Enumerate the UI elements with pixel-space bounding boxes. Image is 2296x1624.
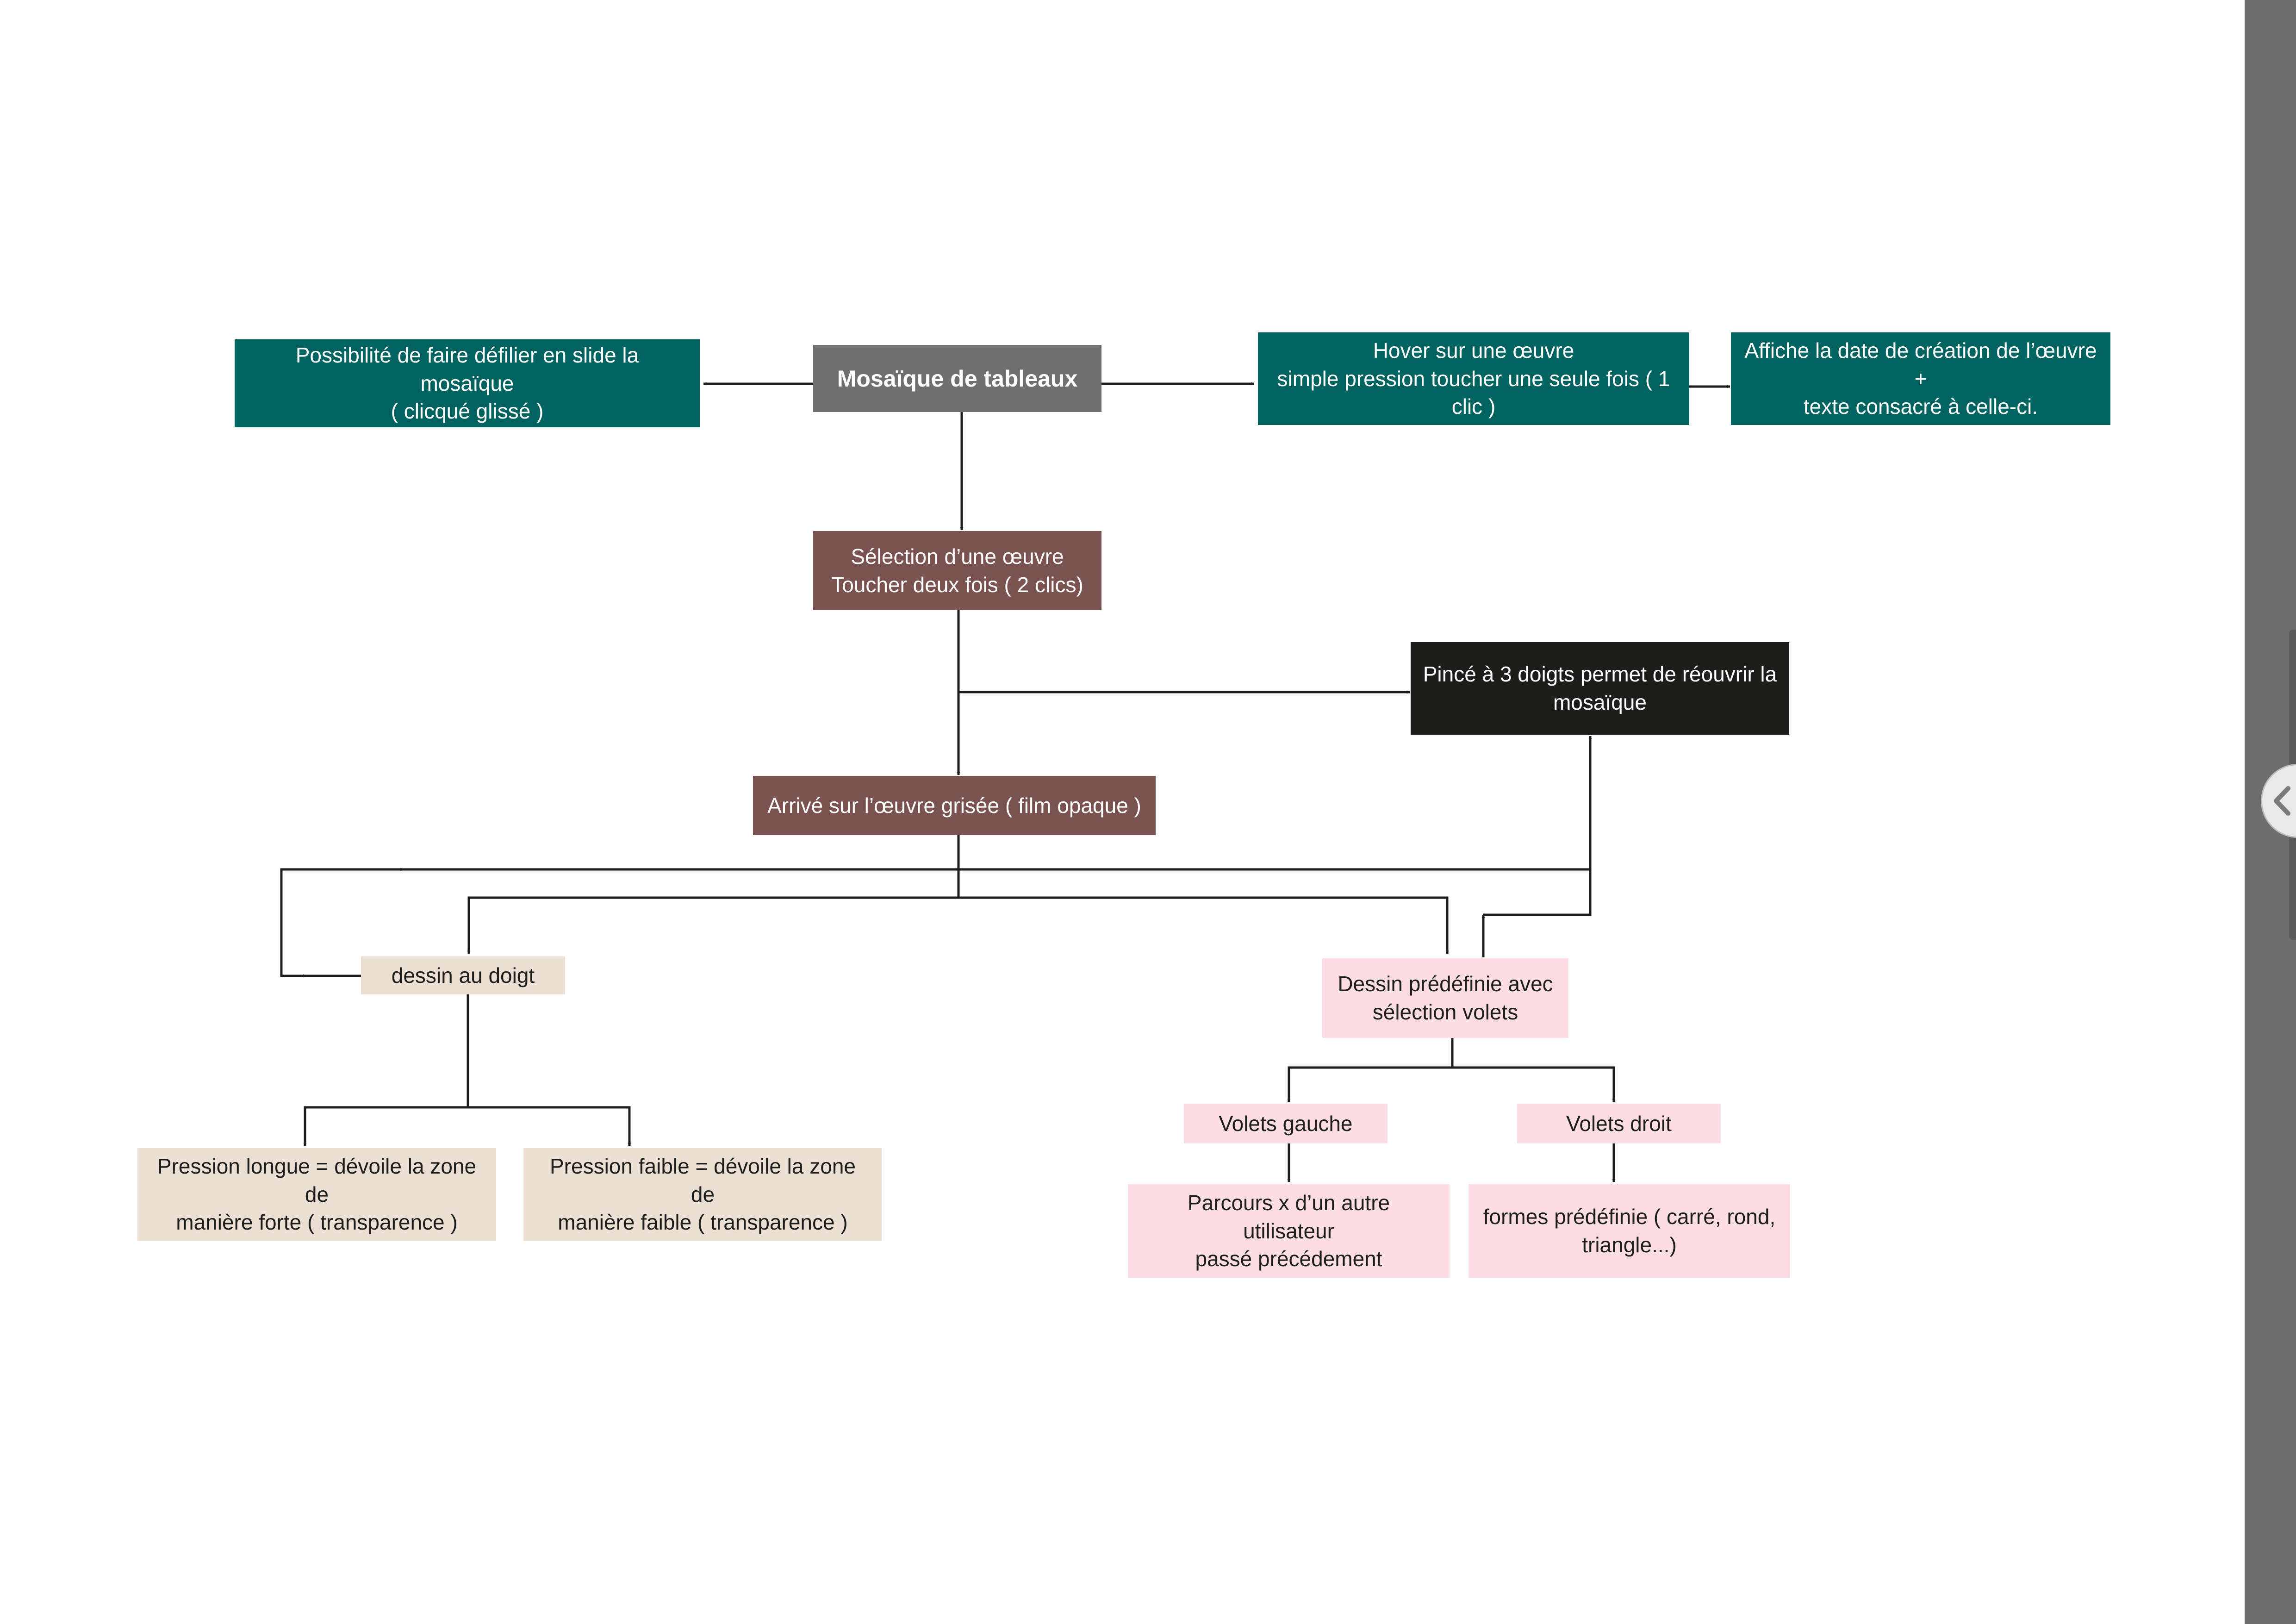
node-hover-artwork-line1: Hover sur une œuvre (1373, 338, 1574, 362)
node-pinch-reopen-line1: Pincé à 3 doigts permet de réouvrir la (1423, 662, 1777, 687)
node-right-panels: Volets droit (1517, 1104, 1721, 1143)
node-artwork-selection-line1: Sélection d’une œuvre (851, 544, 1064, 568)
node-predefined-shapes-line2: triangle...) (1582, 1233, 1677, 1257)
node-other-user-path-line2: passé précédement (1195, 1247, 1382, 1271)
edge-arrive-to-finger (467, 835, 960, 954)
node-mosaic-root-label: Mosaïque de tableaux (837, 365, 1078, 392)
diagram-canvas: Mosaïque de tableaux Possibilité de fair… (137, 332, 2110, 1278)
node-greyed-artwork: Arrivé sur l’œuvre grisée ( film opaque … (753, 776, 1156, 835)
edge-predefined-to-left (1287, 1038, 1454, 1102)
edge-finger-to-presses (303, 994, 469, 1146)
node-creation-date-line1: Affiche la date de création de l’œuvre + (1744, 338, 2097, 391)
node-light-press: Pression faible = dévoile la zone de man… (523, 1148, 882, 1241)
node-mosaic-root: Mosaïque de tableaux (813, 345, 1101, 412)
node-artwork-selection-line2: Toucher deux fois ( 2 clics) (831, 572, 1083, 597)
node-slide-mosaic-line2: ( clicqué glissé ) (391, 399, 544, 424)
chevron-left-icon (2274, 786, 2290, 816)
node-other-user-path: Parcours x d’un autre utilisateur passé … (1128, 1184, 1450, 1278)
node-predefined-shapes: formes prédéfinie ( carré, rond, triangl… (1468, 1184, 1790, 1278)
node-creation-date: Affiche la date de création de l’œuvre +… (1731, 332, 2110, 425)
node-long-press: Pression longue = dévoile la zone de man… (137, 1148, 496, 1241)
edge-loop-to-pinch (1483, 736, 1592, 916)
node-pinch-reopen: Pincé à 3 doigts permet de réouvrir la m… (1411, 642, 1789, 735)
node-slide-mosaic-line1: Possibilité de faire défilier en slide l… (295, 343, 639, 395)
node-light-press-line2: manière faible ( transparence ) (558, 1210, 848, 1235)
node-long-press-line2: manière forte ( transparence ) (176, 1210, 458, 1235)
node-greyed-artwork-label: Arrivé sur l’œuvre grisée ( film opaque … (767, 793, 1141, 818)
node-creation-date-line2: texte consacré à celle-ci. (1803, 394, 2038, 419)
node-predefined-drawing: Dessin prédéfinie avec sélection volets (1322, 958, 1568, 1038)
edge-finger-to-light (468, 1106, 631, 1146)
node-other-user-path-line1: Parcours x d’un autre utilisateur (1187, 1190, 1390, 1243)
connectors (280, 382, 1730, 1182)
edge-predefined-to-right (1452, 1066, 1616, 1102)
node-artwork-selection: Sélection d’une œuvre Toucher deux fois … (813, 531, 1101, 610)
node-predefined-drawing-line2: sélection volets (1372, 1000, 1518, 1024)
node-left-panels-label: Volets gauche (1219, 1111, 1353, 1136)
node-predefined-drawing-line1: Dessin prédéfinie avec (1338, 972, 1553, 996)
node-light-press-line1: Pression faible = dévoile la zone de (549, 1154, 856, 1206)
node-pinch-reopen-line2: mosaïque (1553, 690, 1647, 714)
node-long-press-line1: Pression longue = dévoile la zone de (157, 1154, 477, 1206)
node-hover-artwork-line2: simple pression toucher une seule fois (… (1277, 366, 1670, 419)
node-left-panels: Volets gauche (1184, 1104, 1388, 1143)
node-right-panels-label: Volets droit (1566, 1111, 1672, 1136)
node-finger-drawing: dessin au doigt (361, 956, 565, 994)
node-slide-mosaic: Possibilité de faire défilier en slide l… (235, 339, 700, 427)
edge-arrive-to-predefined (958, 896, 1449, 954)
node-finger-drawing-label: dessin au doigt (391, 963, 535, 987)
node-predefined-shapes-line1: formes prédéfinie ( carré, rond, (1483, 1205, 1776, 1229)
node-hover-artwork: Hover sur une œuvre simple pression touc… (1258, 332, 1689, 425)
